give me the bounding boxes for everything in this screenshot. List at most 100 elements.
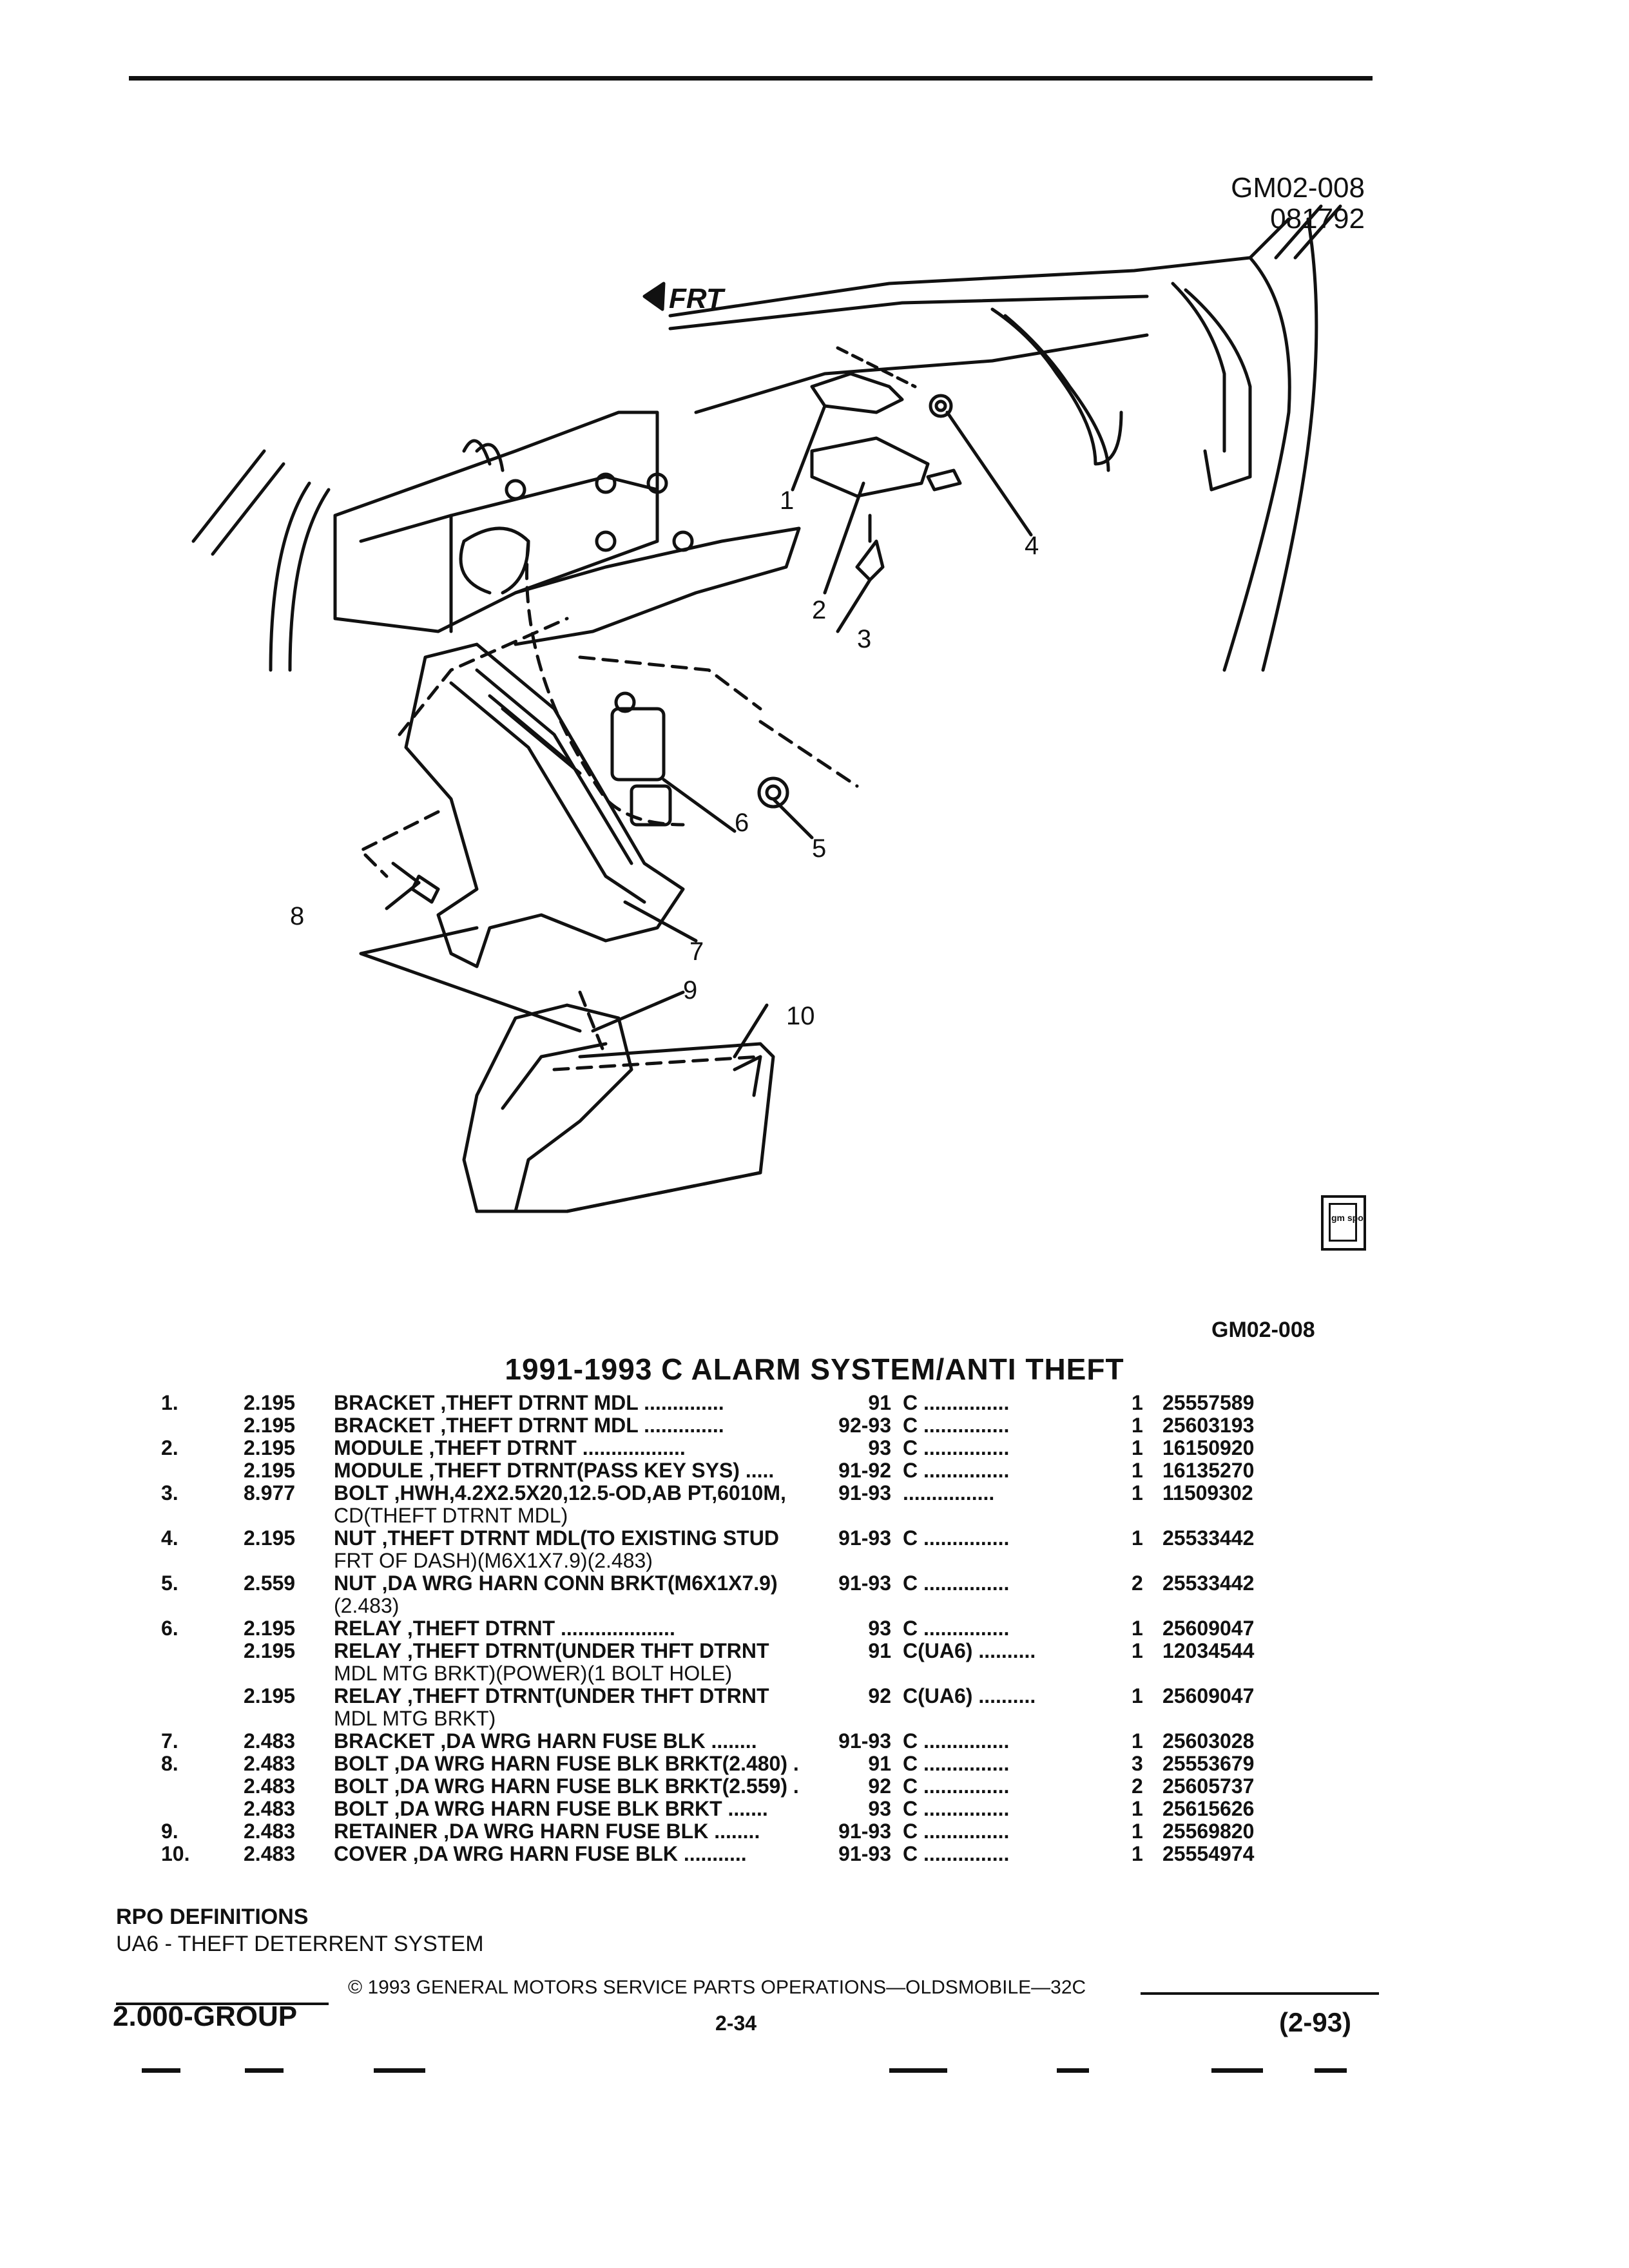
part-name: BRACKET <box>334 1391 435 1414</box>
part-name: MODULE <box>334 1436 423 1459</box>
quantity: 1 <box>1132 1526 1143 1550</box>
part-desc-continuation: (2.483) <box>334 1594 400 1617</box>
scan-mark <box>889 2068 947 2073</box>
part-description: COVER ,DA WRG HARN FUSE BLK ........... <box>334 1843 807 1865</box>
model-years: 93 <box>868 1617 891 1640</box>
item-number: 9. <box>161 1820 178 1843</box>
model-years: 91-93 <box>838 1729 891 1753</box>
copyright-text: © 1993 GENERAL MOTORS SERVICE PARTS OPER… <box>348 1977 1086 1998</box>
table-row: 9. 2.483 RETAINER ,DA WRG HARN FUSE BLK ..… <box>161 1820 1317 1843</box>
part-description: BRACKET ,THEFT DTRNT MDL .............. <box>334 1392 807 1414</box>
part-number: 25609047 <box>1162 1684 1255 1707</box>
part-description: BRACKET ,DA WRG HARN FUSE BLK ........ <box>334 1730 807 1753</box>
part-desc-text: ,THEFT DTRNT(UNDER THFT DTRNT <box>401 1684 769 1707</box>
ref-code-bottom: GM02-008 <box>1211 1318 1315 1342</box>
series-code: C(UA6) .......... <box>903 1684 1036 1707</box>
callout-10: 10 <box>786 1002 815 1030</box>
front-arrow <box>642 282 666 311</box>
group-number: 2.195 <box>244 1459 296 1482</box>
part-name: BOLT <box>334 1752 389 1775</box>
group-number: 2.195 <box>244 1436 296 1459</box>
quantity: 2 <box>1132 1774 1143 1798</box>
part-number: 25603028 <box>1162 1729 1255 1753</box>
model-years: 91-93 <box>838 1526 891 1550</box>
part-desc-text: ,DA WRG HARN FUSE BLK BRKT ....... <box>388 1797 768 1820</box>
model-years: 93 <box>868 1436 891 1459</box>
group-number: 2.195 <box>244 1414 296 1437</box>
revision-date: (2-93) <box>1279 2007 1352 2037</box>
series-code: ................ <box>903 1481 995 1504</box>
page-title: 1991-1993 C ALARM SYSTEM/ANTI THEFT <box>505 1352 1124 1386</box>
group-number: 2.483 <box>244 1752 296 1775</box>
callout-6: 6 <box>735 809 749 837</box>
scan-mark <box>374 2068 425 2073</box>
item-number <box>161 1459 244 1482</box>
quantity: 1 <box>1132 1617 1143 1640</box>
quantity: 1 <box>1132 1459 1143 1482</box>
callout-1: 1 <box>780 486 794 515</box>
page-number: 2-34 <box>715 2012 757 2035</box>
logo-text: gm spo <box>1331 1213 1364 1223</box>
model-years: 91-92 <box>838 1459 891 1482</box>
rpo-definition: UA6 - THEFT DETERRENT SYSTEM <box>116 1932 484 1956</box>
group-number: 2.195 <box>244 1684 296 1707</box>
series-code: C(UA6) .......... <box>903 1639 1036 1662</box>
callout-3: 3 <box>857 625 871 653</box>
part-desc-continuation: MDL MTG BRKT) <box>334 1707 496 1730</box>
model-years: 93 <box>868 1797 891 1820</box>
part-desc-continuation: FRT OF DASH)(M6X1X7.9)(2.483) <box>334 1549 653 1572</box>
item-number: 2. <box>161 1436 178 1459</box>
part-desc-text: ,THEFT DTRNT MDL(TO EXISTING STUD <box>376 1526 779 1550</box>
quantity: 1 <box>1132 1639 1143 1662</box>
part-number: 16150920 <box>1162 1436 1255 1459</box>
diagram-svg: FRT 1 2 3 4 5 6 7 8 9 10 <box>191 204 1342 1213</box>
part-number: 25533442 <box>1162 1571 1255 1595</box>
item-number: 8. <box>161 1752 178 1775</box>
group-label: 2.000-GROUP <box>113 2001 298 2032</box>
part-name: BOLT <box>334 1797 389 1820</box>
part-description: BRACKET ,THEFT DTRNT MDL .............. <box>334 1414 807 1437</box>
part-description: RETAINER ,DA WRG HARN FUSE BLK ........ <box>334 1820 807 1843</box>
group-number: 2.195 <box>244 1391 296 1414</box>
part-number: 25553679 <box>1162 1752 1255 1775</box>
quantity: 1 <box>1132 1414 1143 1437</box>
quantity: 1 <box>1132 1391 1143 1414</box>
group-number: 2.559 <box>244 1571 296 1595</box>
model-years: 91-93 <box>838 1481 891 1504</box>
part-name: BOLT <box>334 1481 389 1504</box>
group-number: 2.195 <box>244 1617 296 1640</box>
part-desc-text: ,DA WRG HARN FUSE BLK ........ <box>434 1729 757 1753</box>
group-number: 2.195 <box>244 1526 296 1550</box>
part-number: 25615626 <box>1162 1797 1255 1820</box>
callout-9: 9 <box>683 976 697 1004</box>
series-code: C ............... <box>903 1820 1010 1843</box>
callout-8: 8 <box>290 902 304 930</box>
part-number: 25609047 <box>1162 1617 1255 1640</box>
model-years: 92 <box>868 1774 891 1798</box>
part-name: COVER <box>334 1842 407 1865</box>
ref-code: GM02-008 <box>1231 172 1365 204</box>
part-name: RELAY <box>334 1639 401 1662</box>
part-description: RELAY ,THEFT DTRNT .................... <box>334 1617 807 1640</box>
footer-rule-left <box>116 2003 329 2005</box>
exploded-parts-diagram: FRT 1 2 3 4 5 6 7 8 9 10 <box>116 180 1405 1276</box>
series-code: C ............... <box>903 1526 1010 1550</box>
model-years: 91-93 <box>838 1571 891 1595</box>
group-number: 2.195 <box>244 1639 296 1662</box>
part-desc-text: ,DA WRG HARN FUSE BLK ........... <box>407 1842 747 1865</box>
group-number: 2.483 <box>244 1820 296 1843</box>
part-description: BOLT ,DA WRG HARN FUSE BLK BRKT(2.480) . <box>334 1753 807 1775</box>
model-years: 91 <box>868 1639 891 1662</box>
part-desc-text: ,DA WRG HARN FUSE BLK BRKT(2.480) . <box>388 1752 799 1775</box>
scan-mark <box>245 2068 284 2073</box>
item-number <box>161 1414 244 1437</box>
series-code: C ............... <box>903 1459 1010 1482</box>
group-number: 2.483 <box>244 1774 296 1798</box>
